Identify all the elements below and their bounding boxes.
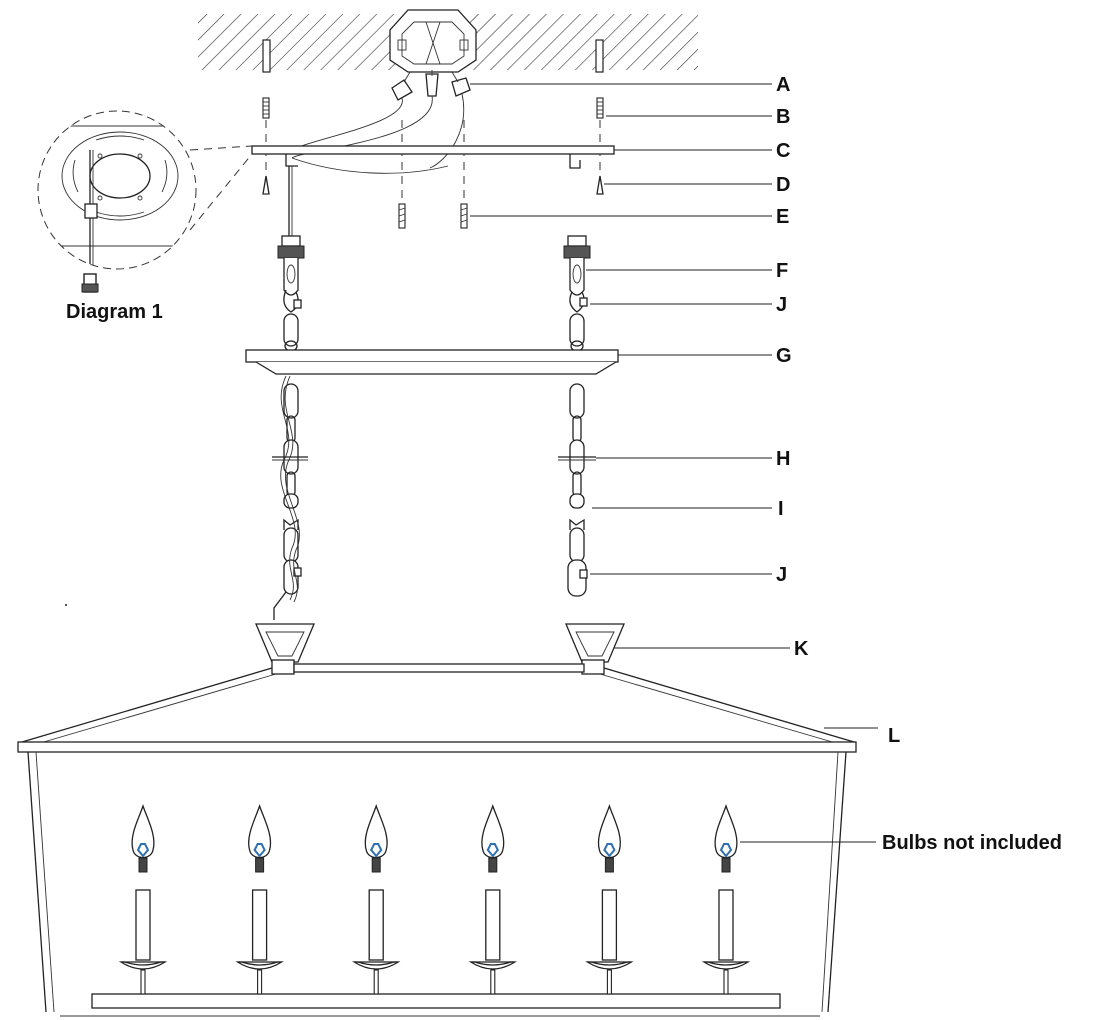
chain-right — [567, 383, 588, 597]
label-k: K — [794, 638, 809, 660]
candle-socket — [468, 803, 518, 995]
bulb-base — [488, 857, 498, 873]
candle-cup — [118, 961, 168, 970]
bulb-filament — [719, 843, 733, 858]
label-a: A — [776, 74, 790, 96]
supply-wires — [289, 93, 464, 174]
bulb-base — [255, 857, 265, 873]
chain-pins — [272, 456, 596, 461]
label-f: F — [776, 260, 788, 282]
candle-socket — [118, 803, 168, 995]
bulb — [248, 803, 272, 859]
bulb-base — [371, 857, 381, 873]
bulb-filament — [370, 843, 383, 858]
mounting-screws — [262, 175, 604, 195]
bulb-base — [721, 857, 731, 873]
label-l: L — [888, 725, 900, 747]
label-b: B — [776, 106, 790, 128]
label-j-lower: J — [776, 564, 787, 586]
chain-to-canopy — [283, 313, 585, 352]
bulb-filament — [136, 843, 150, 858]
fixture-frame — [17, 663, 857, 1017]
cord-upper — [288, 166, 293, 236]
label-j-upper: J — [776, 294, 787, 316]
wire-nuts — [391, 70, 471, 101]
bulb — [131, 803, 155, 859]
fixture-bracket-right — [565, 623, 625, 675]
candle-cup — [235, 961, 284, 970]
alignment-lines — [265, 120, 601, 200]
ceiling-hook-right — [563, 235, 591, 313]
candle-cup — [585, 961, 634, 970]
candle-stem — [723, 969, 729, 995]
bulb — [481, 803, 505, 859]
candle-sleeve — [718, 889, 734, 961]
diagram-1-detail: Diagram 1 — [37, 110, 253, 323]
bulb-filament — [603, 843, 616, 858]
wall-anchors — [262, 97, 604, 119]
bulb-base — [138, 857, 148, 873]
candle-sleeve — [601, 889, 618, 961]
bulb-filament — [253, 843, 266, 858]
bulb-filament — [486, 843, 499, 858]
diagram-1-label: Diagram 1 — [66, 301, 163, 323]
candle-stem — [257, 969, 263, 995]
mounting-plate — [251, 145, 615, 169]
label-h: H — [776, 448, 790, 470]
label-e: E — [776, 206, 789, 228]
bulb — [364, 803, 388, 859]
chain-wire — [280, 375, 300, 603]
candle-sleeve — [135, 889, 151, 961]
bulb-base — [604, 857, 614, 873]
fixture-bracket-left — [255, 623, 315, 675]
label-c: C — [776, 140, 790, 162]
bulb — [714, 803, 738, 859]
candle-stem — [140, 969, 146, 995]
junction-box — [389, 9, 477, 73]
candle-sleeve — [485, 889, 501, 961]
candle-cup — [351, 961, 401, 970]
ceiling-hook-left — [277, 235, 305, 313]
candle-socket — [235, 803, 284, 995]
candle-socket — [701, 803, 751, 995]
label-d: D — [776, 174, 790, 196]
label-g: G — [776, 345, 792, 367]
bulbs-not-included-label: Bulbs not included — [882, 832, 1062, 854]
mounting-bolts — [398, 203, 468, 229]
candle-stem — [490, 969, 496, 995]
candle-stem — [606, 969, 612, 995]
candle-cup — [468, 961, 518, 970]
candle-sleeve — [368, 889, 384, 961]
canopy-bar — [245, 349, 619, 375]
candle-sockets — [118, 803, 751, 995]
stray-mark — [65, 604, 67, 606]
bulb — [597, 803, 621, 859]
label-i: I — [778, 498, 784, 520]
leader-lines — [470, 83, 878, 843]
candle-socket — [351, 803, 401, 995]
candle-sleeve — [251, 889, 268, 961]
candle-stem — [373, 969, 379, 995]
part-labels: A B C D E F J G H I J K L Bulbs not incl… — [776, 74, 1062, 854]
candle-cup — [701, 961, 751, 970]
candle-socket — [585, 803, 634, 995]
